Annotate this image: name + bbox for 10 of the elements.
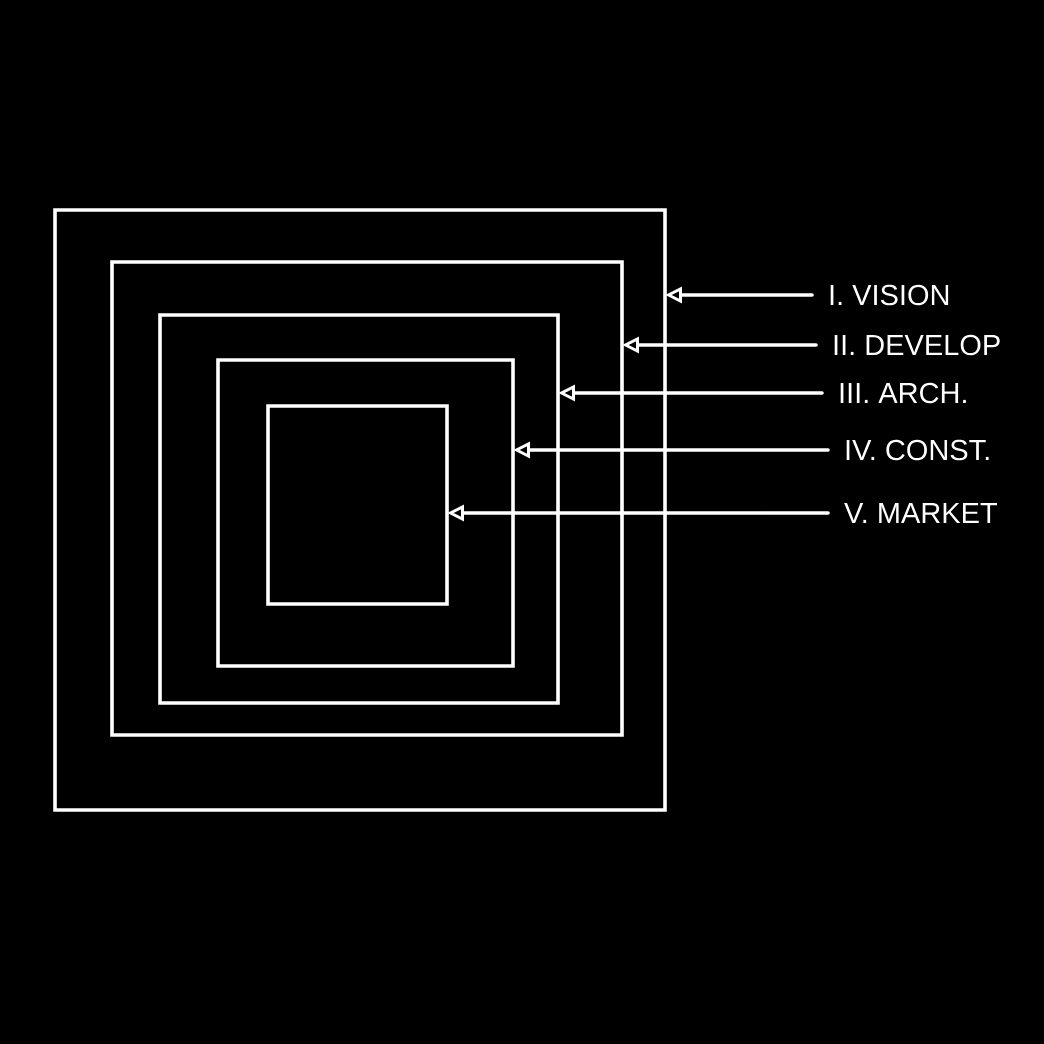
- nested-square: [110, 260, 624, 737]
- stage-label: IV. CONST.: [846, 439, 989, 461]
- stage-label: III. ARCH.: [840, 382, 966, 404]
- nested-square: [266, 404, 449, 606]
- nested-square: [216, 358, 515, 668]
- nested-square: [158, 313, 560, 705]
- stage-label: II. DEVELOP: [834, 334, 1000, 356]
- stage-label: V. MARKET: [844, 503, 997, 523]
- stage-label: I. VISION: [830, 284, 949, 306]
- nested-square: [53, 208, 667, 812]
